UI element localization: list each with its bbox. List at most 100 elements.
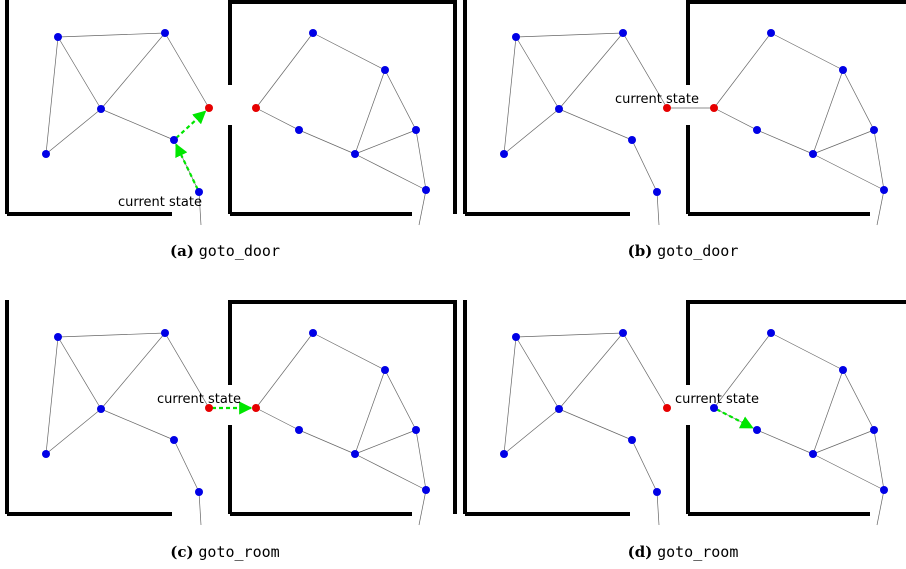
graph-edge bbox=[558, 108, 633, 141]
graph-edge bbox=[558, 32, 624, 110]
graph-node bbox=[767, 29, 775, 37]
transition-arrow bbox=[175, 110, 207, 139]
graph-edge bbox=[812, 453, 885, 491]
graph-node bbox=[54, 33, 62, 41]
panel-a: current state bbox=[5, 0, 457, 226]
graph-edge bbox=[756, 429, 814, 455]
graph-edge bbox=[418, 489, 427, 526]
graph-edge bbox=[503, 336, 517, 455]
graph-edge bbox=[354, 369, 386, 455]
graph-edge bbox=[812, 129, 875, 155]
graph-edge bbox=[198, 191, 202, 226]
graph-edge bbox=[842, 369, 875, 431]
graph-edge bbox=[656, 491, 660, 526]
graph-edge bbox=[45, 108, 102, 155]
graph-edge bbox=[354, 69, 386, 155]
graph-node bbox=[54, 333, 62, 341]
graph-node bbox=[42, 150, 50, 158]
graph-node bbox=[97, 105, 105, 113]
graph-edge bbox=[415, 429, 427, 491]
graph-node bbox=[653, 488, 661, 496]
graph-edge bbox=[713, 332, 772, 409]
graph-node bbox=[161, 29, 169, 37]
graph-edge bbox=[173, 439, 200, 493]
graph-node bbox=[295, 126, 303, 134]
graph-edge bbox=[515, 336, 560, 410]
graph-edge bbox=[100, 332, 166, 410]
graph-edge bbox=[770, 332, 844, 371]
graph-node bbox=[809, 450, 817, 458]
graph-node bbox=[839, 366, 847, 374]
graph-edge bbox=[876, 489, 885, 526]
graph-edge bbox=[57, 36, 102, 110]
graph-node bbox=[500, 450, 508, 458]
graph-node bbox=[97, 405, 105, 413]
graph-node bbox=[653, 188, 661, 196]
caption-b: (b) goto_door bbox=[463, 242, 903, 260]
graph-edge bbox=[713, 32, 772, 109]
graph-edge bbox=[354, 153, 427, 191]
graph-node bbox=[170, 436, 178, 444]
transition-arrow bbox=[175, 143, 199, 190]
graph-node bbox=[628, 136, 636, 144]
graph-node bbox=[422, 186, 430, 194]
graph-edge bbox=[873, 429, 885, 491]
graph-node bbox=[500, 150, 508, 158]
graph-edge bbox=[622, 332, 668, 409]
graph-edge bbox=[631, 139, 658, 193]
graph-edge bbox=[255, 332, 314, 409]
graph-node bbox=[809, 150, 817, 158]
graph-edge bbox=[298, 129, 356, 155]
graph-node bbox=[309, 329, 317, 337]
graph-node bbox=[512, 33, 520, 41]
panel-c: current state bbox=[5, 300, 457, 526]
graph-node bbox=[555, 105, 563, 113]
caption-action: goto_door bbox=[198, 242, 280, 260]
graph-edge bbox=[255, 32, 314, 109]
graph-edge bbox=[812, 153, 885, 191]
graph-node bbox=[161, 329, 169, 337]
graph-edge bbox=[842, 69, 875, 131]
graph-edge bbox=[198, 491, 202, 526]
graph-node bbox=[767, 329, 775, 337]
graph-node bbox=[381, 66, 389, 74]
graph-edge bbox=[558, 408, 633, 441]
graph-node bbox=[619, 329, 627, 337]
graph-edge bbox=[354, 453, 427, 491]
graph-edge bbox=[312, 32, 386, 71]
graph-edge bbox=[515, 332, 624, 338]
graph-edge bbox=[164, 32, 210, 109]
caption-action: goto_door bbox=[657, 242, 739, 260]
graph-edge bbox=[812, 69, 844, 155]
graph-node bbox=[839, 66, 847, 74]
graph-node bbox=[195, 488, 203, 496]
graph-node bbox=[381, 366, 389, 374]
graph-edge bbox=[45, 408, 102, 455]
graph-edge bbox=[415, 129, 427, 191]
graph-node bbox=[351, 450, 359, 458]
graph-edge bbox=[756, 129, 814, 155]
map-panel-b: current state bbox=[463, 0, 906, 226]
graph-edge bbox=[312, 332, 386, 371]
graph-edge bbox=[354, 129, 417, 155]
graph-node bbox=[870, 126, 878, 134]
panel-b: current state bbox=[463, 0, 906, 226]
graph-edge bbox=[503, 108, 560, 155]
graph-edge bbox=[418, 189, 427, 226]
graph-edge bbox=[298, 429, 356, 455]
graph-node bbox=[195, 188, 203, 196]
graph-edge bbox=[173, 139, 200, 193]
graph-edge bbox=[164, 332, 210, 409]
current-state-label: current state bbox=[615, 92, 699, 107]
door-node bbox=[663, 404, 671, 412]
graph-edge bbox=[558, 332, 624, 410]
graph-edge bbox=[515, 32, 624, 38]
graph-node bbox=[412, 126, 420, 134]
graph-edge bbox=[812, 369, 844, 455]
graph-edge bbox=[631, 439, 658, 493]
map-panel-c: current state bbox=[5, 300, 457, 526]
graph-edge bbox=[770, 32, 844, 71]
graph-node bbox=[870, 426, 878, 434]
door-node bbox=[663, 104, 671, 112]
